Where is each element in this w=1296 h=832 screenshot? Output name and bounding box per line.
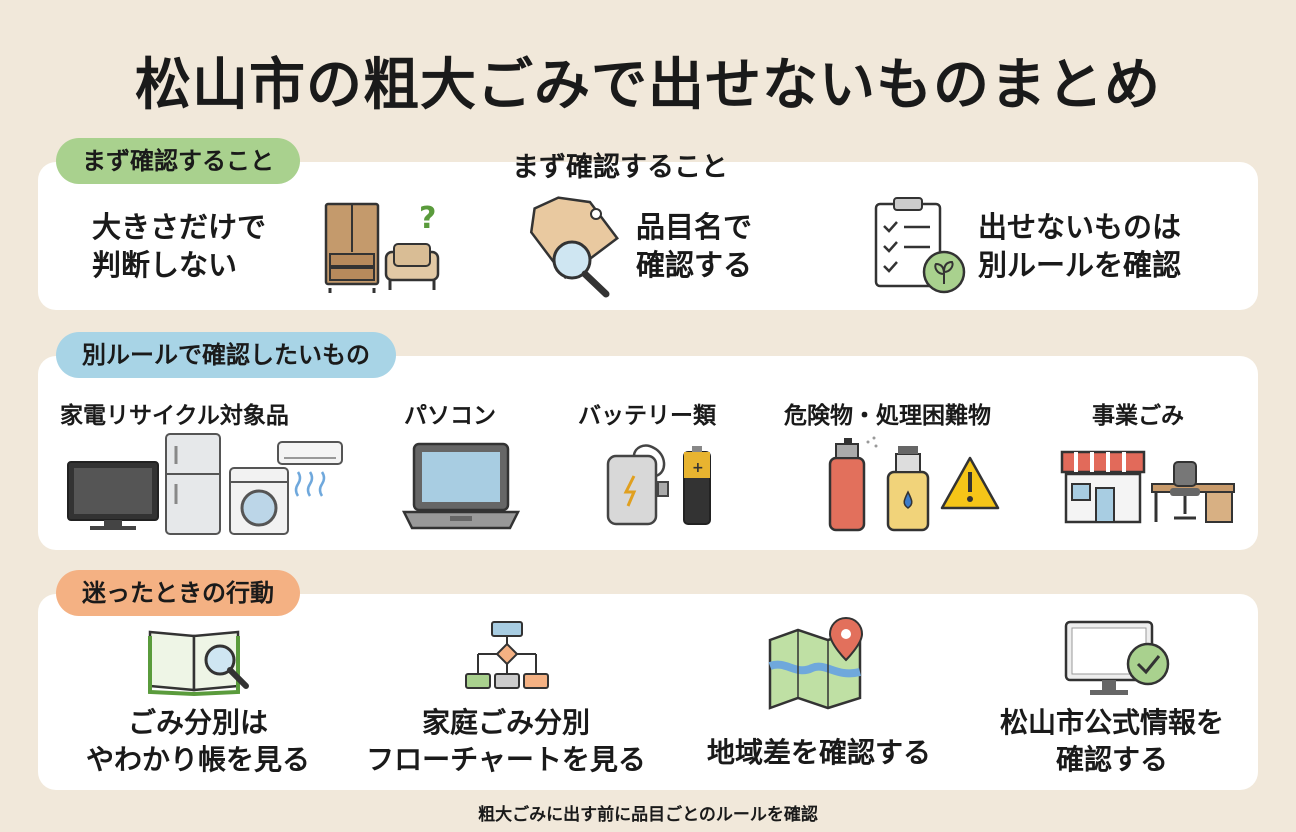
check-item-other-rules: 出せないものは 別ルールを確認 [978, 208, 1181, 284]
shop-office-icon [1058, 444, 1238, 526]
action-item-regional: 地域差を確認する [694, 734, 944, 771]
flowchart-icon [462, 620, 552, 694]
rule-item-business-label: 事業ごみ [1092, 403, 1184, 429]
book-magnifier-icon [146, 626, 252, 696]
rule-item-battery-label: バッテリー類 [578, 403, 716, 429]
furniture-question-icon: ? [322, 196, 444, 296]
check-item-other-rules-line2: 別ルールを確認 [978, 248, 1182, 282]
action-item-flowchart: 家庭ごみ分別 フローチャートを見る [356, 704, 656, 778]
laptop-icon [400, 440, 522, 532]
check-item-other-rules-line1: 出せないものは [978, 210, 1182, 244]
svg-text:+: + [692, 460, 704, 476]
panel-check-first [38, 162, 1258, 310]
action-item-flowchart-line2: フローチャートを見る [366, 743, 646, 776]
rule-item-appliance-label: 家電リサイクル対象品 [60, 403, 289, 429]
check-item-name: 品目名で 確認する [636, 208, 752, 284]
tag-magnifier-icon [522, 194, 622, 298]
action-item-official-info: 松山市公式情報を 確認する [980, 704, 1244, 778]
footer-note: 粗大ごみに出す前に品目ごとのルールを確認 [478, 805, 818, 825]
section-tag-separate-rules: 別ルールで確認したいもの [56, 332, 396, 378]
check-item-name-line1: 品目名で [636, 210, 753, 244]
rule-item-hazard-label: 危険物・処理困難物 [784, 403, 991, 429]
check-item-size-line2: 判断しない [92, 248, 238, 282]
action-item-official-info-line1: 松山市公式情報を [999, 706, 1224, 739]
map-pin-icon [766, 616, 868, 710]
action-item-guidebook: ごみ分別は やわかり帳を見る [78, 704, 318, 778]
section-tag-when-unsure: 迷ったときの行動 [56, 570, 300, 616]
check-item-size-line1: 大きさだけで [92, 210, 267, 244]
action-item-guidebook-line2: やわかり帳を見る [85, 743, 310, 776]
action-item-regional-line1: 地域差を確認する [706, 736, 931, 769]
check-item-size: 大きさだけで 判断しない [92, 208, 266, 284]
action-item-guidebook-line1: ごみ分別は [127, 706, 268, 739]
page-title: 松山市の粗大ごみで出せないものまとめ [135, 53, 1161, 118]
panel-when-unsure [38, 594, 1258, 790]
monitor-check-icon [1062, 618, 1174, 698]
action-item-official-info-line2: 確認する [1055, 743, 1168, 776]
hazard-icon [826, 434, 1002, 534]
section-heading-check-first: まず確認すること [512, 152, 728, 183]
section-tag-check-first: まず確認すること [56, 138, 300, 184]
rule-item-pc-label: パソコン [404, 403, 496, 429]
check-item-name-line2: 確認する [636, 248, 753, 282]
action-item-flowchart-line1: 家庭ごみ分別 [421, 706, 590, 739]
battery-icon: + [604, 436, 716, 528]
appliances-icon [66, 430, 344, 538]
svg-text:?: ? [419, 201, 436, 236]
clipboard-checklist-icon [872, 196, 968, 296]
